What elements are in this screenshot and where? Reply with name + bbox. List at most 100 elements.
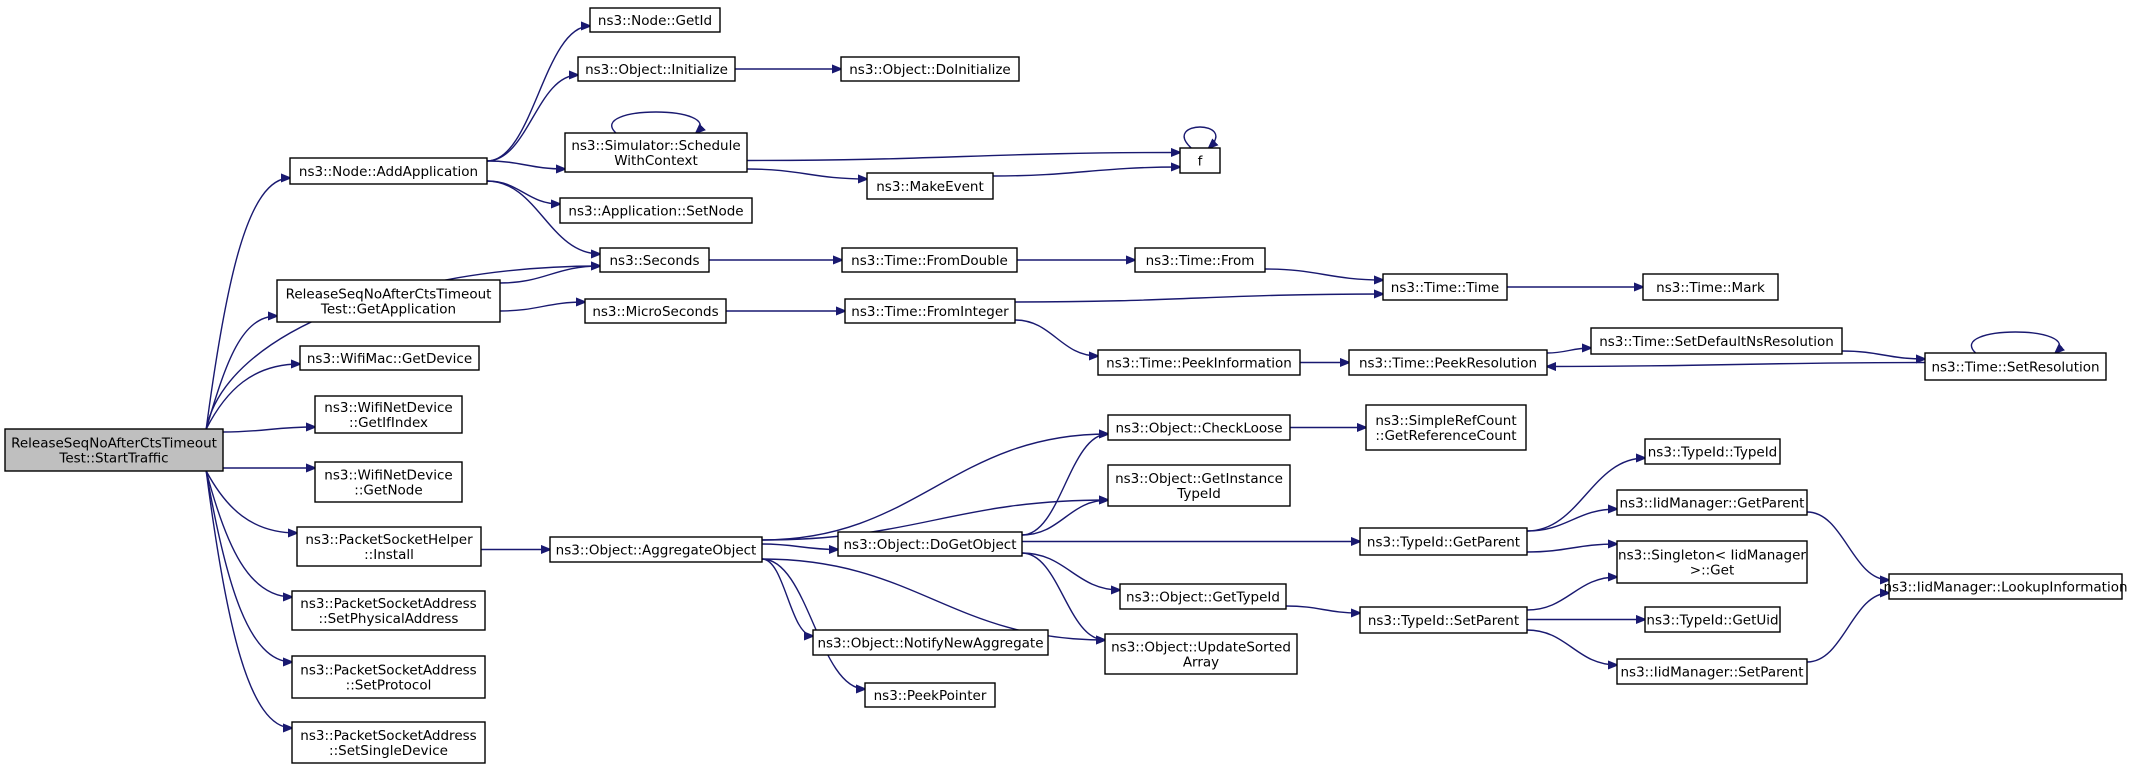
- node-label: ns3::IidManager::LookupInformation: [1883, 580, 2127, 596]
- edge-sched-to-f: [746, 153, 1180, 162]
- edge-start-to-getapp: [205, 316, 277, 430]
- edge-path: [499, 302, 585, 312]
- node-label: ns3::PacketSocketAddress: [300, 596, 476, 612]
- node-frominteger[interactable]: ns3::Time::FromInteger: [844, 298, 1016, 324]
- node-box: [1359, 527, 1528, 556]
- edge-path: [1526, 577, 1617, 611]
- edge-start-to-getdevice: [205, 364, 300, 430]
- node-iidsetparent[interactable]: ns3::IidManager::SetParent: [1616, 658, 1808, 685]
- node-start[interactable]: ReleaseSeqNoAfterCtsTimeoutTest::StartTr…: [4, 428, 224, 472]
- node-label: ns3::Object::NotifyNewAggregate: [817, 636, 1043, 652]
- edge-gettypeid-to-tidsetparent: [1285, 605, 1360, 613]
- edge-aggregate-to-dogetobject: [761, 543, 838, 550]
- node-box: [1924, 352, 2107, 381]
- node-gettypeid[interactable]: ns3::Object::GetTypeId: [1119, 583, 1287, 610]
- edge-frominteger-to-peekinfo: [1014, 319, 1098, 356]
- node-setsingle[interactable]: ns3::PacketSocketAddress::SetSingleDevic…: [291, 721, 486, 764]
- node-box: [1104, 633, 1298, 675]
- node-box: [291, 655, 486, 699]
- node-lookup[interactable]: ns3::IidManager::LookupInformation: [1883, 573, 2128, 600]
- node-setres[interactable]: ns3::Time::SetResolution: [1924, 352, 2107, 381]
- edge-frominteger-to-time: [1014, 294, 1383, 303]
- node-setnode[interactable]: ns3::Application::SetNode: [559, 197, 753, 224]
- node-checkloose[interactable]: ns3::Object::CheckLoose: [1107, 414, 1291, 441]
- node-getrefcount[interactable]: ns3::SimpleRefCount::GetReferenceCount: [1365, 404, 1527, 451]
- node-aggregate[interactable]: ns3::Object::AggregateObject: [549, 536, 763, 563]
- edge-dogetobject-to-getinstance: [1021, 500, 1108, 536]
- node-iidgetparent[interactable]: ns3::IidManager::GetParent: [1616, 489, 1808, 516]
- node-seconds[interactable]: ns3::Seconds: [599, 247, 710, 273]
- edge-path: [486, 180, 560, 204]
- node-box: [840, 56, 1020, 82]
- edge-path: [1183, 126, 1216, 148]
- edge-tidsetparent-to-singleton: [1526, 577, 1617, 611]
- node-box: [1365, 404, 1527, 451]
- node-f[interactable]: f: [1179, 147, 1221, 174]
- edges-layer: [205, 26, 2059, 728]
- node-label: ns3::Singleton< IidManager: [1618, 548, 1806, 564]
- node-peekres[interactable]: ns3::Time::PeekResolution: [1348, 349, 1548, 376]
- edge-getapp-to-micro: [499, 302, 585, 312]
- edge-path: [1021, 500, 1108, 536]
- node-getid[interactable]: ns3::Node::GetId: [589, 7, 721, 33]
- node-box: [1107, 464, 1291, 507]
- node-setphys[interactable]: ns3::PacketSocketAddress::SetPhysicalAdd…: [291, 590, 486, 631]
- node-typeidctor[interactable]: ns3::TypeId::TypeId: [1644, 438, 1781, 465]
- node-getifindex[interactable]: ns3::WifiNetDevice::GetIfIndex: [314, 395, 463, 434]
- node-box: [296, 526, 482, 567]
- edge-path: [1526, 544, 1617, 553]
- node-getapp[interactable]: ReleaseSeqNoAfterCtsTimeoutTest::GetAppl…: [276, 279, 501, 323]
- node-label: Array: [1183, 655, 1219, 671]
- nodes-layer: ReleaseSeqNoAfterCtsTimeoutTest::StartTr…: [4, 7, 2128, 764]
- node-init[interactable]: ns3::Object::Initialize: [577, 56, 736, 82]
- node-addapp[interactable]: ns3::Node::AddApplication: [289, 157, 488, 185]
- edge-start-to-setprotocol: [205, 470, 292, 662]
- node-tidsetparent[interactable]: ns3::TypeId::SetParent: [1359, 606, 1528, 634]
- node-notify[interactable]: ns3::Object::NotifyNewAggregate: [812, 629, 1049, 656]
- edge-setres-to-peekres: [1547, 363, 1926, 367]
- node-fromdouble[interactable]: ns3::Time::FromDouble: [841, 247, 1018, 273]
- node-label: ns3::Simulator::Schedule: [571, 138, 740, 154]
- node-label: f: [1198, 154, 1204, 170]
- node-makeevent[interactable]: ns3::MakeEvent: [866, 172, 994, 200]
- node-install[interactable]: ns3::PacketSocketHelper::Install: [296, 526, 482, 567]
- node-getuid[interactable]: ns3::TypeId::GetUid: [1644, 606, 1781, 633]
- node-box: [1616, 540, 1808, 584]
- edge-aggregate-to-updatesorted: [761, 558, 1105, 640]
- node-box: [1179, 147, 1221, 174]
- node-box: [864, 682, 996, 708]
- node-getnode[interactable]: ns3::WifiNetDevice::GetNode: [314, 461, 463, 503]
- node-dogetobject[interactable]: ns3::Object::DoGetObject: [837, 531, 1023, 557]
- node-setprotocol[interactable]: ns3::PacketSocketAddress::SetProtocol: [291, 655, 486, 699]
- node-label: ns3::Time::Time: [1391, 280, 1499, 296]
- node-setdefault[interactable]: ns3::Time::SetDefaultNsResolution: [1590, 327, 1843, 355]
- node-doinit[interactable]: ns3::Object::DoInitialize: [840, 56, 1020, 82]
- node-from[interactable]: ns3::Time::From: [1134, 247, 1266, 273]
- node-peekpointer[interactable]: ns3::PeekPointer: [864, 682, 996, 708]
- node-singleton[interactable]: ns3::Singleton< IidManager >::Get: [1616, 540, 1808, 584]
- node-micro[interactable]: ns3::MicroSeconds: [584, 298, 727, 324]
- node-peekinfo[interactable]: ns3::Time::PeekInformation: [1097, 349, 1301, 376]
- node-getdevice[interactable]: ns3::WifiMac::GetDevice: [299, 345, 480, 371]
- edge-path: [222, 427, 315, 433]
- node-label: ns3::Time::FromInteger: [851, 304, 1009, 320]
- edge-aggregate-to-checkloose: [761, 434, 1108, 541]
- node-time[interactable]: ns3::Time::Time: [1382, 273, 1508, 301]
- edge-path: [486, 160, 565, 169]
- node-label: ns3::Object::DoGetObject: [843, 537, 1016, 553]
- node-label: ns3::IidManager::SetParent: [1621, 665, 1804, 681]
- node-tidgetparent[interactable]: ns3::TypeId::GetParent: [1359, 527, 1528, 556]
- node-box: [1097, 349, 1301, 376]
- node-mark[interactable]: ns3::Time::Mark: [1642, 273, 1779, 301]
- node-label: ns3::PacketSocketAddress: [300, 728, 476, 744]
- edge-path: [1014, 294, 1383, 303]
- node-box: [314, 395, 463, 434]
- edge-tidsetparent-to-iidsetparent: [1526, 629, 1617, 665]
- node-box: [577, 56, 736, 82]
- node-box: [314, 461, 463, 503]
- node-box: [837, 531, 1023, 557]
